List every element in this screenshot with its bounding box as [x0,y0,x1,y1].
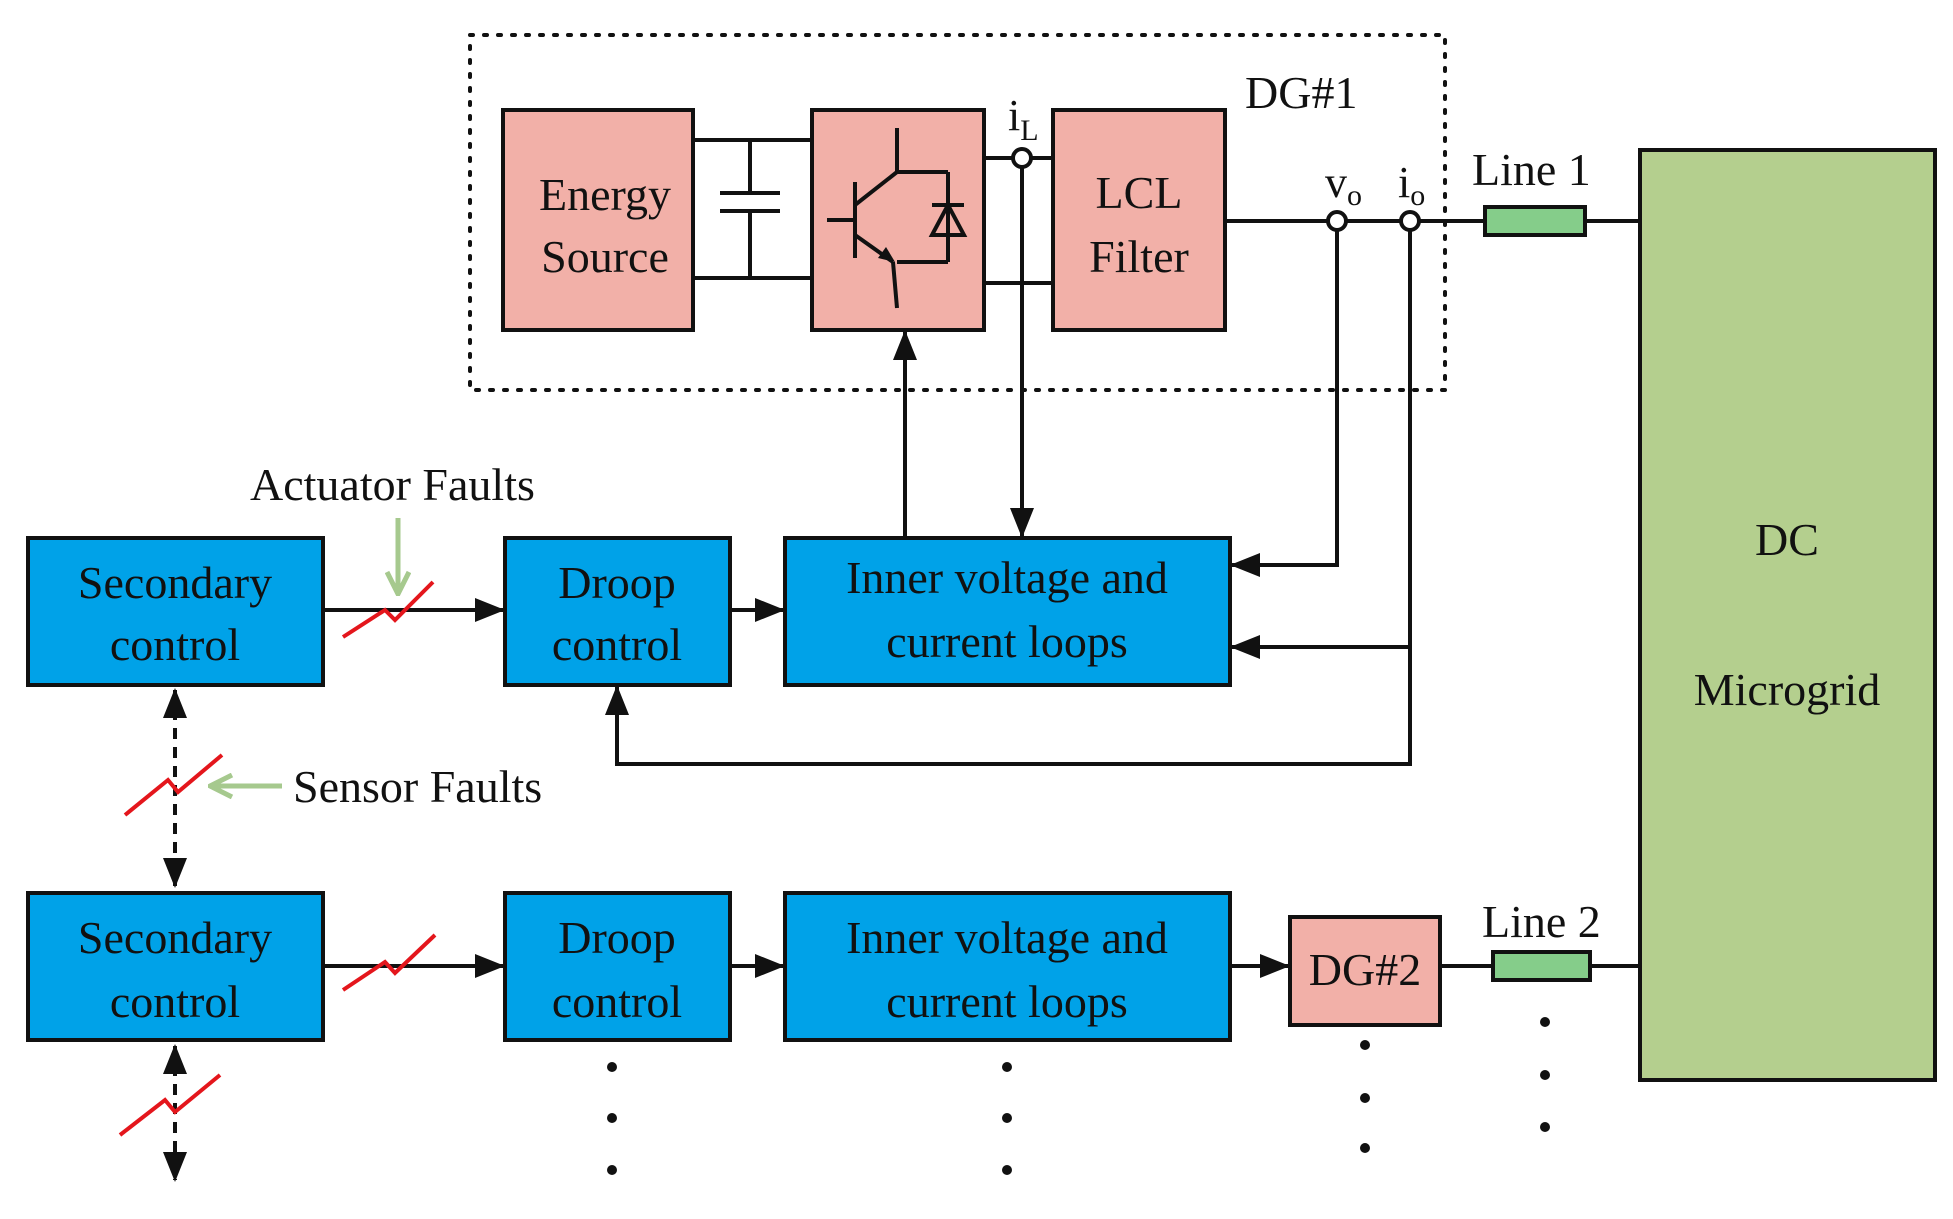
row2-secondary-line1: Secondary [78,912,272,963]
lcl-filter-block[interactable]: LCL Filter [1051,108,1227,332]
igbt-switch-icon [827,128,968,309]
row2-inner-line2: current loops [886,976,1127,1027]
row2-secondary-line2: control [110,976,240,1027]
row1-droop-line1: Droop [558,557,676,608]
row2-sensor-fault-mark [118,1073,222,1137]
vo-label: vo [1325,158,1362,212]
vo-sensor-node [1326,210,1348,232]
il-sensor-node [1011,147,1033,169]
lcl-filter-line1: LCL [1096,167,1183,218]
dc-microgrid-subtitle: Microgrid [1694,664,1881,715]
energy-source-box [501,108,695,332]
row1-inner-line2: current loops [886,616,1127,667]
lcl-filter-line2: Filter [1089,231,1189,282]
row1-secondary-line1: Secondary [78,557,272,608]
row1-secondary-line2: control [110,619,240,670]
dc-microgrid-block[interactable]: DC Microgrid [1638,148,1937,1082]
energy-source-block[interactable]: Energy Source [501,108,695,332]
row2-secondary-control-block[interactable]: Secondary control [26,891,325,1042]
dc-link-capacitor-icon [693,138,812,280]
il-label: iL [1008,91,1039,147]
line1-element[interactable] [1483,205,1587,237]
continuation-dots [607,1017,1550,1175]
row1-droop-control-block[interactable]: Droop control [503,536,732,687]
io-feedback-arrow [1230,230,1412,659]
row2-actuator-fault-mark [341,933,437,992]
row2-inner-line1: Inner voltage and [846,912,1168,963]
energy-source-line2: Source [541,231,669,282]
row2-inner-loops-block[interactable]: Inner voltage and current loops [783,891,1232,1042]
row1-droop-line2: control [552,619,682,670]
line2-element[interactable] [1491,950,1592,982]
dc-microgrid-title: DC [1755,514,1819,565]
sensor-faults-label: Sensor Faults [293,761,542,812]
io-sensor-node [1399,210,1421,232]
row2-droop-control-block[interactable]: Droop control [503,891,732,1042]
vo-feedback-arrow [1230,230,1339,577]
dg1-boundary [468,33,1447,392]
row2-droop-line2: control [552,976,682,1027]
dg2-block[interactable]: DG#2 [1288,915,1442,1027]
io-to-droop-feedback-arrow [605,647,1412,766]
actuator-fault-mark [341,580,435,639]
row2-droop-line1: Droop [558,912,676,963]
dg2-label: DG#2 [1309,944,1421,995]
energy-source-line1: Energy [539,169,671,220]
lcl-filter-box [1051,108,1227,332]
actuator-faults-label: Actuator Faults [250,459,535,510]
line2-label: Line 2 [1482,896,1601,947]
row1-inner-line1: Inner voltage and [846,552,1168,603]
dc-microgrid-box [1638,148,1937,1082]
sensor-fault-mark [123,753,224,817]
io-label: io [1398,158,1425,212]
row1-inner-loops-block[interactable]: Inner voltage and current loops [783,536,1232,687]
dg1-label: DG#1 [1245,67,1357,118]
row1-secondary-control-block[interactable]: Secondary control [26,536,325,687]
inverter-block[interactable] [810,108,986,332]
line1-label: Line 1 [1472,144,1591,195]
